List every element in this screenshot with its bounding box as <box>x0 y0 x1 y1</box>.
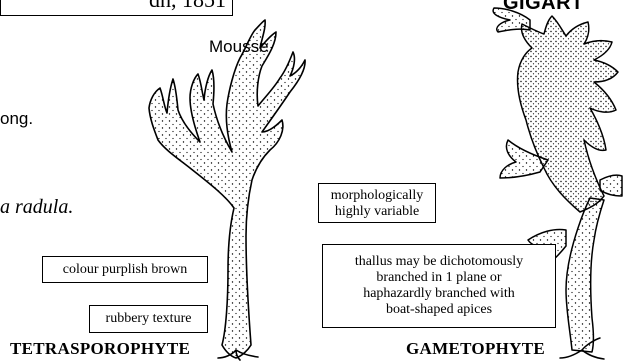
family-header: GIGART <box>503 0 584 15</box>
texture-callout: rubbery texture <box>89 305 208 333</box>
gametophyte-stipe <box>566 198 604 352</box>
morphology-callout: morphologically highly variable <box>318 183 436 223</box>
colour-callout: colour purplish brown <box>42 256 208 283</box>
thallus-line: boat-shaped apices <box>323 302 555 318</box>
morphology-line: highly variable <box>319 204 435 220</box>
thallus-line: haphazardly branched with <box>323 286 555 302</box>
morphology-line: morphologically <box>319 188 435 204</box>
thallus-line: thallus may be dichotomously <box>323 254 555 270</box>
thallus-line: branched in 1 plane or <box>323 270 555 286</box>
author-citation: dh, 1851 <box>149 0 226 13</box>
similar-species-text: a radula. <box>0 196 73 219</box>
author-citation-box: dh, 1851 <box>0 0 233 16</box>
common-name-text: Mousse <box>209 37 269 57</box>
size-text: ong. <box>0 109 33 129</box>
thallus-callout: thallus may be dichotomously branched in… <box>322 244 556 328</box>
gametophyte-caption: GAMETOPHYTE <box>406 339 545 359</box>
tetrasporophyte-caption: TETRASPOROPHYTE <box>10 339 190 359</box>
